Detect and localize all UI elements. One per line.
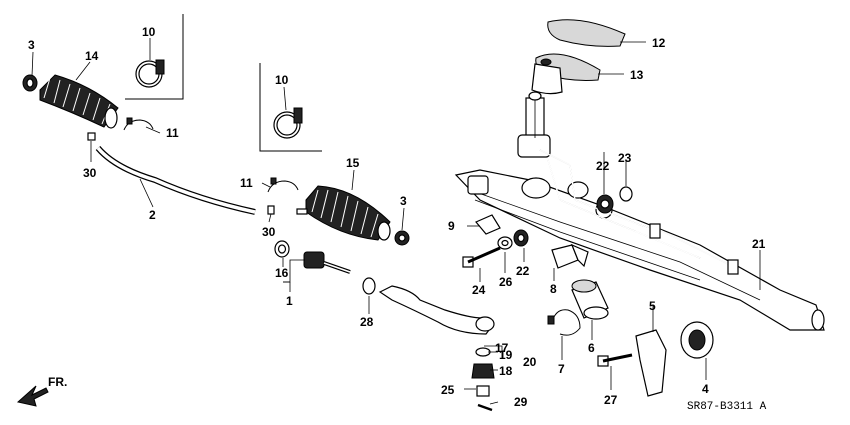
bushing-upper	[596, 194, 614, 214]
callout-13: 13	[630, 68, 644, 82]
jam-nut	[362, 277, 376, 295]
callout-30: 30	[262, 225, 276, 239]
callout-17: 17	[495, 341, 509, 355]
clamp-bracket	[551, 243, 589, 269]
pinion-shaft	[517, 91, 551, 158]
callout-16: 16	[275, 266, 289, 280]
callout-22: 22	[596, 159, 610, 173]
mounting-bracket	[475, 214, 501, 235]
callout-29: 29	[514, 395, 528, 409]
callout-18: 18	[499, 364, 513, 378]
callout-27: 27	[604, 393, 618, 407]
callout-20: 20	[523, 355, 537, 369]
callout-14: 14	[85, 49, 99, 63]
band-clamp-2	[273, 107, 303, 139]
callout-23: 23	[618, 151, 632, 165]
frame-mid	[259, 63, 322, 152]
callout-28: 28	[360, 315, 374, 329]
clip-2	[267, 177, 299, 193]
tie-rod-end	[378, 285, 495, 335]
callout-10: 10	[142, 25, 156, 39]
breather-tube	[95, 145, 256, 215]
callout-9: 9	[448, 219, 455, 233]
band-clamp-1	[135, 59, 165, 88]
rack-bushing	[571, 279, 609, 320]
steering-rack-housing	[454, 169, 825, 331]
leader-lines	[31, 38, 761, 405]
callout-19-visible: 19	[499, 348, 513, 362]
clip-1	[123, 117, 154, 131]
plug	[619, 186, 633, 202]
mounting-bolt	[462, 246, 501, 268]
small-clip-2	[267, 205, 275, 215]
column-seal	[531, 53, 601, 95]
lock-washer	[274, 240, 290, 258]
grommet-left	[22, 74, 38, 92]
washer	[497, 236, 513, 250]
callout-7: 7	[558, 362, 565, 376]
dust-seal-cover	[547, 19, 626, 47]
callout-6: 6	[588, 341, 595, 355]
direction-label: FR.	[48, 375, 67, 389]
callout-4: 4	[702, 382, 709, 396]
frame-left	[125, 14, 184, 100]
holder-bracket	[635, 329, 667, 397]
callout-21: 21	[752, 237, 766, 251]
holder-bolt	[597, 353, 633, 367]
bellows-left	[39, 74, 119, 129]
callout-26: 26	[499, 275, 513, 289]
small-clip-1	[87, 132, 96, 141]
front-direction-arrow-icon	[16, 385, 49, 407]
callout-2: 2	[149, 208, 156, 222]
callout-12: 12	[652, 36, 666, 50]
rack-end	[303, 251, 351, 274]
callout-25: 25	[441, 383, 455, 397]
boot-and-nut-stack	[471, 347, 495, 412]
drawing-code: SR87-B3311 A	[687, 401, 767, 413]
bushing-lower	[513, 229, 529, 247]
callout-1: 1	[286, 294, 293, 308]
callout-11: 11	[166, 126, 179, 140]
callout-8: 8	[550, 282, 557, 296]
callout-22: 22	[516, 264, 530, 278]
callout-24: 24	[472, 283, 486, 297]
callout-30: 30	[83, 166, 97, 180]
mount-cushion	[680, 321, 714, 359]
grommet-right	[394, 230, 410, 246]
bushing-clamp	[547, 309, 581, 336]
callout-5: 5	[649, 299, 656, 313]
callout-3: 3	[28, 38, 35, 52]
callout-11: 11	[240, 176, 253, 190]
bellows-right	[296, 185, 391, 241]
callout-3: 3	[400, 194, 407, 208]
callout-15: 15	[346, 156, 360, 170]
callout-10: 10	[275, 73, 289, 87]
